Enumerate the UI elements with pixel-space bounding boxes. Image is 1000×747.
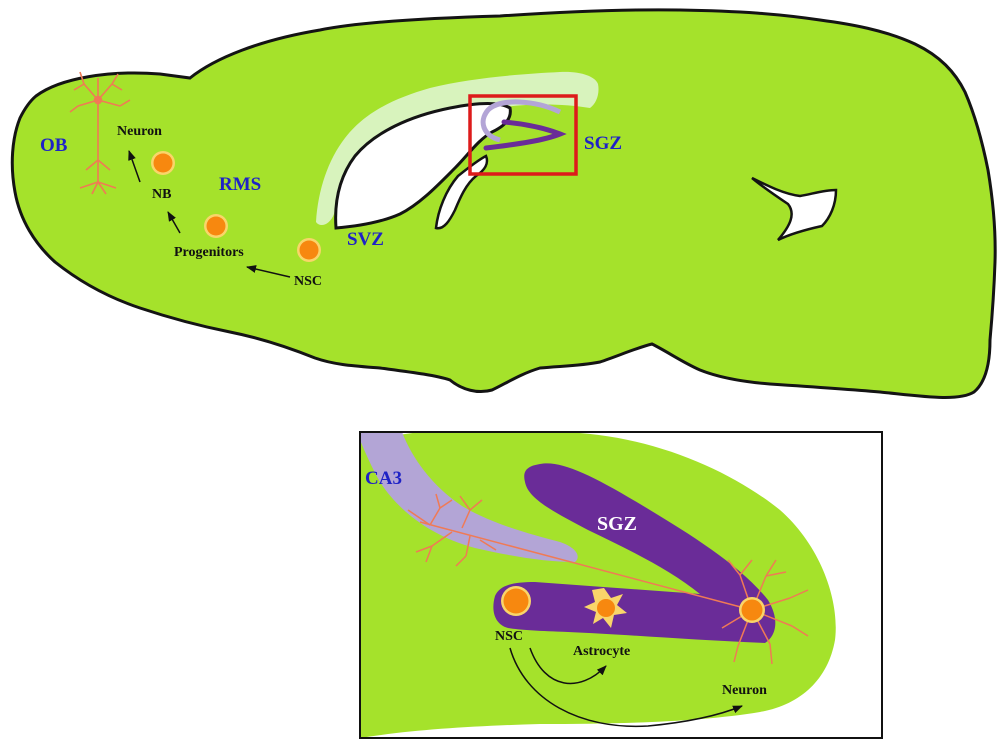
inset-astrocyte-cell (584, 588, 627, 628)
progenitor-cell (204, 214, 228, 238)
sgz-sketch (483, 119, 567, 151)
lateral-ventricle (334, 102, 512, 230)
sagittal-brain-section: OB RMS SVZ SGZ Neuron NB Progenitors NSC (10, 8, 997, 399)
label-nsc: NSC (294, 274, 322, 289)
posterior-ventricle (751, 176, 838, 242)
label-ob: OB (40, 135, 68, 156)
brain-outline (10, 8, 997, 399)
label-progenitors: Progenitors (174, 245, 244, 260)
ob-nb-cell (151, 151, 175, 175)
arrow-nb-to-neuron (128, 150, 141, 183)
ob-neuron-drawing (69, 71, 131, 195)
inset-frame (359, 431, 883, 739)
arrow-nsc-to-neuron (509, 647, 743, 728)
inset-label-ca3: CA3 (365, 468, 402, 489)
white-matter-tract (316, 71, 599, 226)
ca3-band (360, 432, 578, 562)
inset-neuron-soma (739, 597, 765, 623)
inset-label-astrocyte: Astrocyte (573, 644, 630, 659)
hippocampus-inset: CA3 SGZ NSC Astrocyte Neuron (359, 431, 883, 739)
svz-nsc-cell (297, 238, 321, 262)
label-nb: NB (152, 187, 171, 202)
label-svz: SVZ (347, 229, 384, 250)
label-rms: RMS (219, 174, 261, 195)
inset-nsc-cell (501, 586, 531, 616)
arrow-nsc-to-progenitors (246, 265, 291, 278)
arrow-progenitors-to-nb (167, 211, 181, 234)
hippocampus-sketch-lavender (480, 99, 562, 143)
sgz-highlight-box (468, 94, 578, 176)
inset-tissue (360, 432, 836, 738)
inset-label-neuron: Neuron (722, 683, 767, 698)
inset-label-nsc: NSC (495, 629, 523, 644)
arrow-nsc-to-astrocyte (529, 647, 607, 685)
inset-label-sgz: SGZ (597, 513, 637, 535)
label-neuron: Neuron (117, 124, 162, 139)
label-sgz: SGZ (584, 133, 622, 154)
